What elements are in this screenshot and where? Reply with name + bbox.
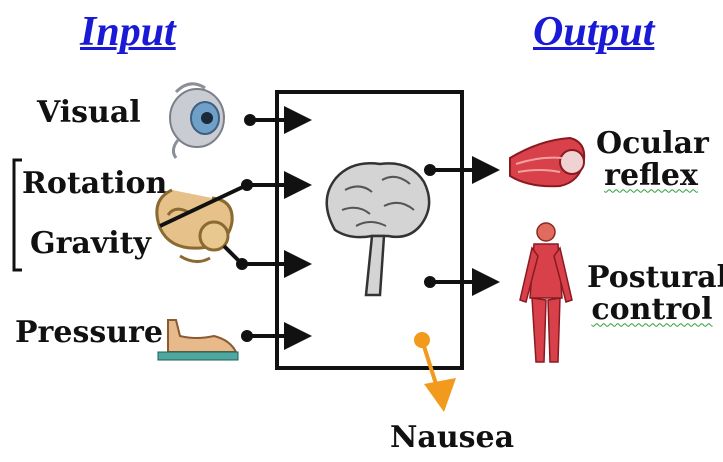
inner-ear-icon bbox=[157, 190, 232, 262]
vestibular-bracket bbox=[14, 160, 22, 270]
eye-icon bbox=[170, 84, 224, 158]
human-body-icon bbox=[520, 223, 572, 362]
eye-muscle-icon bbox=[510, 138, 584, 186]
foot-icon bbox=[158, 320, 238, 360]
